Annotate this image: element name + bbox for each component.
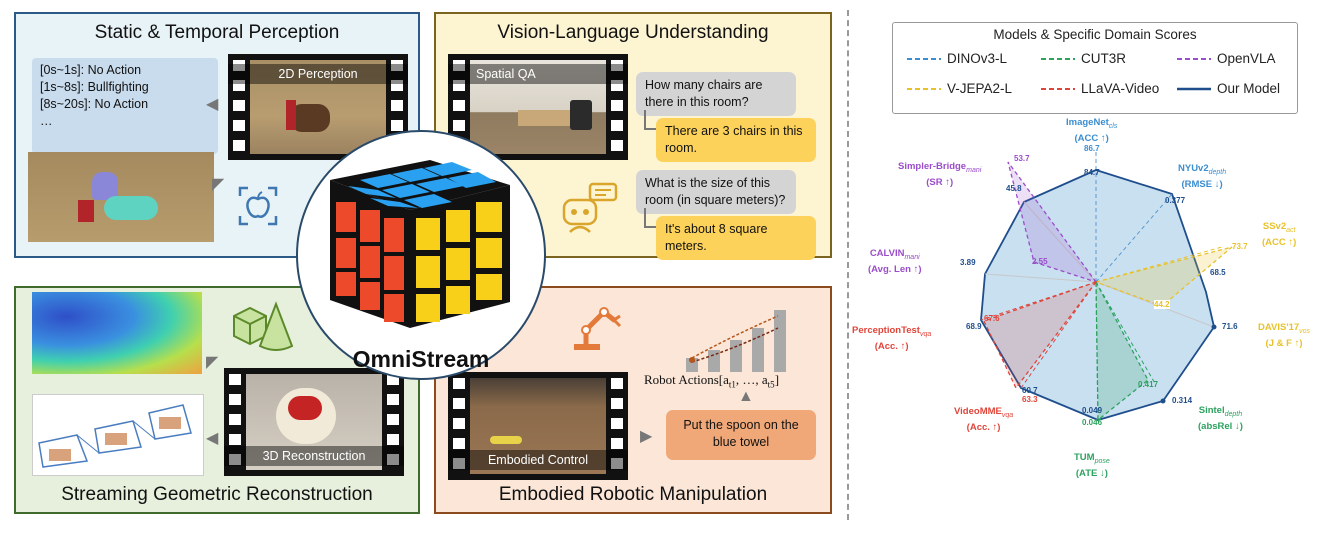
arrow-left-icon-2: ◀ — [206, 430, 219, 447]
tick-imagenet-ours: 84.7 — [1084, 168, 1100, 177]
geometry-film-label: 3D Reconstruction — [224, 446, 404, 466]
tick-sintel-cut3r: 0.417 — [1138, 380, 1159, 389]
vlu-panel: Vision-Language Understanding Spatial QA… — [434, 12, 832, 260]
tick-videomme-llava: 63.3 — [1022, 395, 1038, 404]
legend-item-llava: LLaVA-Video — [1041, 81, 1160, 96]
spoke-videomme — [1020, 281, 1097, 389]
legend-title: Models & Specific Domain Scores — [993, 27, 1197, 42]
center-model-name: OmniStream — [352, 346, 490, 372]
action-line-3: [8s~20s]: No Action — [40, 97, 149, 111]
robotics-film-label: Embodied Control — [448, 450, 628, 470]
spoke-ssv2 — [1095, 246, 1223, 283]
spoke-sintel — [1095, 281, 1157, 386]
legend-item-cut3r: CUT3R — [1041, 51, 1127, 66]
axis-ssv2: SSv2act (ACC ↑) — [1262, 221, 1297, 248]
chatbot-icon — [560, 182, 620, 238]
arrow-up-left-icon: ◤ — [206, 354, 219, 371]
question-2: What is the size of this room (in square… — [636, 170, 796, 214]
question-1: How many chairs are there in this room? — [636, 72, 796, 116]
axis-sintel: Sinteldepth (absRel ↓) — [1198, 405, 1243, 432]
action-bar-chart — [682, 306, 812, 372]
action-segment-list: [0s~1s]: No Action [1s~8s]: Bullfighting… — [32, 58, 218, 154]
reply-connector-1 — [644, 110, 656, 130]
tick-videomme-ours: 60.7 — [1022, 386, 1038, 395]
reply-connector-2 — [644, 208, 656, 228]
perception-panel: Static & Temporal Perception [0s~1s]: No… — [14, 12, 420, 258]
tick-imagenet-dino: 86.7 — [1084, 144, 1100, 153]
divider — [847, 10, 849, 520]
action-line-1: [0s~1s]: No Action — [40, 63, 142, 77]
llava-area — [983, 280, 1098, 390]
table-frame — [470, 378, 606, 474]
legend-item-our-model: Our Model — [1177, 81, 1281, 96]
vlu-film: Spatial QA — [448, 54, 628, 160]
robotics-panel: Embodied Robotic Manipulation Robot Acti… — [434, 286, 832, 514]
axis-videomme: VideoMMEvqa (Acc. ↑) — [954, 406, 1014, 433]
action-line-2: [1s~8s]: Bullfighting — [40, 80, 149, 94]
spoke-nyuv2 — [1095, 193, 1173, 283]
segmented-frame — [28, 152, 214, 242]
spoke-calvin — [984, 273, 1097, 283]
axis-nyuv2: NYUv2depth (RMSE ↓) — [1178, 163, 1227, 190]
robot-arm-icon — [564, 294, 624, 354]
legend-item-openvla: OpenVLA — [1177, 51, 1276, 66]
tick-perception-ours: 68.9 — [966, 322, 982, 331]
robotics-film: Embodied Control — [448, 372, 628, 480]
bullfight-frame — [250, 60, 386, 154]
tick-calvin-ours: 3.89 — [960, 258, 976, 267]
tick-tum-cut3r: 0.046 — [1082, 418, 1103, 427]
action-line-4: … — [40, 114, 53, 128]
tick-simpler-ours: 45.8 — [1006, 184, 1022, 193]
axis-tum: TUMpose (ATE ↓) — [1074, 452, 1110, 479]
tick-davis-vjepa: 44.2 — [1154, 300, 1170, 309]
legend: Models & Specific Domain Scores DINOv3-L… — [892, 22, 1298, 114]
vlu-title: Vision-Language Understanding — [497, 22, 769, 43]
geometry-film: 3D Reconstruction — [224, 368, 404, 476]
room-frame — [470, 60, 606, 154]
tick-ssv2-vjepa: 73.7 — [1232, 242, 1248, 251]
axis-calvin: CALVINmani (Avg. Len ↑) — [868, 248, 922, 275]
our-marker-davis — [1211, 324, 1217, 330]
our-model-area — [980, 169, 1215, 421]
camera-trajectory — [32, 394, 204, 476]
vlu-film-label: Spatial QA — [448, 64, 628, 84]
our-marker-sintel — [1160, 398, 1166, 404]
perception-title: Static & Temporal Perception — [94, 22, 340, 43]
cut3r-area — [1095, 281, 1149, 422]
tick-tum-ours: 0.049 — [1082, 406, 1103, 415]
answer-1: There are 3 chairs in this room. — [656, 118, 816, 162]
shapes-3d-icon — [230, 296, 294, 354]
axis-imagenet: ImageNetcls (ACC ↑) — [1066, 117, 1118, 144]
spoke-simpler — [1023, 201, 1097, 283]
arrow-up-icon: ▲ — [738, 388, 754, 405]
depth-map — [32, 292, 202, 374]
tick-sintel-ours: 0.314 — [1172, 396, 1193, 405]
apple-detect-icon — [238, 186, 278, 226]
axis-perceptiontest: PerceptionTestvqa (Acc. ↑) — [852, 325, 932, 352]
arrow-down-left-icon: ◤ — [212, 176, 225, 193]
robotics-title: Embodied Robotic Manipulation — [498, 484, 768, 505]
geometry-title: Streaming Geometric Reconstruction — [61, 484, 373, 505]
perception-film-label: 2D Perception — [228, 64, 408, 84]
answer-2: It's about 8 square meters. — [656, 216, 816, 260]
openvla-area — [1007, 161, 1098, 284]
arrow-left-icon: ◀ — [206, 96, 219, 113]
cake-frame — [246, 374, 382, 470]
tick-simpler-openvla: 53.7 — [1014, 154, 1030, 163]
rubiks-cube-logo — [320, 140, 520, 330]
robot-actions-label: Robot Actions[at1, …, at5] — [644, 372, 780, 390]
legend-item-vjepa2: V-JEPA2-L — [907, 81, 1013, 96]
arrow-right-icon: ▶ — [640, 428, 653, 445]
tick-calvin-openvla: 2.55 — [1032, 257, 1048, 266]
instruction-box: Put the spoon on the blue towel — [666, 410, 816, 460]
tick-perception-llava: 67.6 — [984, 314, 1000, 323]
spoke-tum — [1095, 281, 1099, 421]
tick-davis: 71.6 — [1222, 322, 1238, 331]
tick-nyuv2: 0.377 — [1165, 196, 1186, 205]
axis-simpler-bridge: Simpler-Bridgemani (SR ↑) — [898, 161, 982, 188]
axis-davis: DAVIS'17vos (J & F ↑) — [1258, 322, 1311, 349]
legend-item-dinov3: DINOv3-L — [907, 51, 1008, 66]
tick-ssv2-ours: 68.5 — [1210, 268, 1226, 277]
